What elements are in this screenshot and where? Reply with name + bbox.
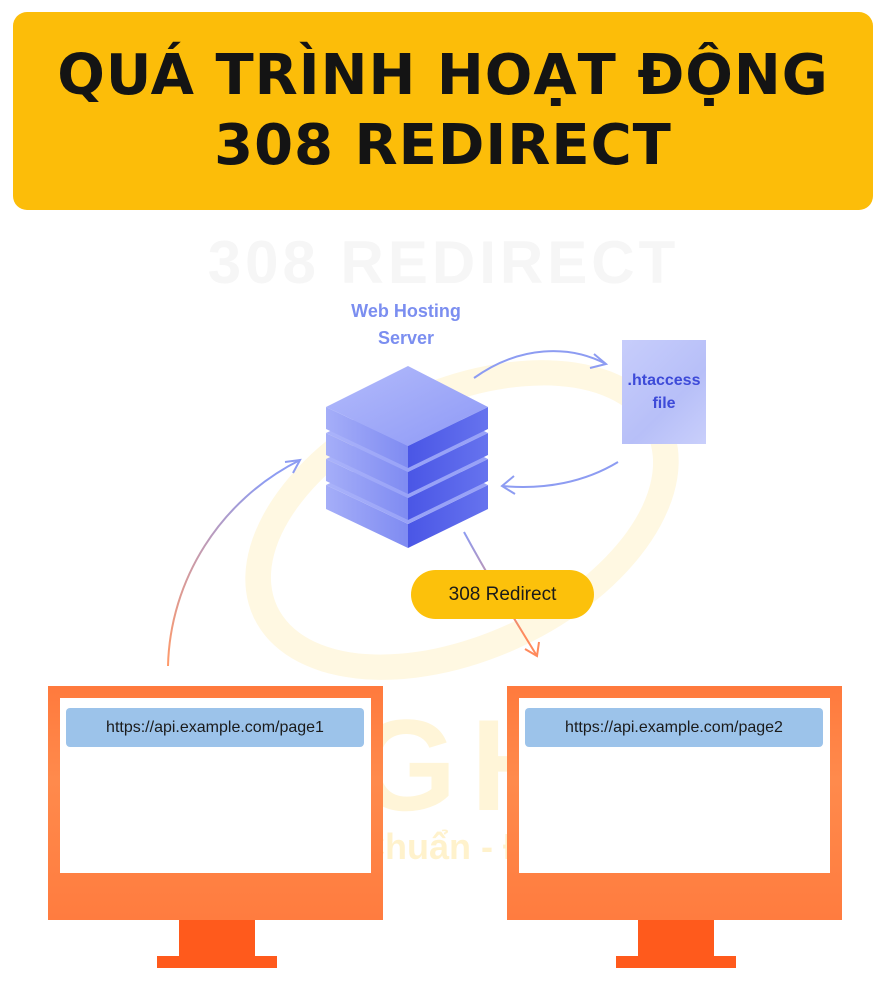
arrow-file-to-server	[500, 461, 619, 495]
monitor-stand-neck	[638, 920, 714, 958]
monitor-stand-foot	[157, 956, 277, 968]
htaccess-file-label: .htaccess file	[628, 369, 701, 415]
watermark-title: 308 REDIRECT	[207, 229, 680, 296]
url-bar-original: https://api.example.com/page1	[66, 708, 364, 747]
file-label-line-1: .htaccess	[627, 372, 701, 389]
monitor-stand-neck	[179, 920, 255, 958]
server-layer-1	[326, 366, 488, 468]
server-label: Web Hosting Server	[320, 298, 492, 352]
server-label-line-1: Web Hosting	[351, 301, 461, 321]
arrow-client-to-server	[167, 458, 302, 667]
title-line-2: 308 REDIRECT	[214, 113, 672, 178]
htaccess-file: .htaccess file	[622, 340, 706, 444]
redirect-badge: 308 Redirect	[411, 570, 594, 619]
url-bar-redirected: https://api.example.com/page2	[525, 708, 823, 747]
title-banner: QUÁ TRÌNH HOẠT ĐỘNG 308 REDIRECT	[13, 12, 873, 210]
server-label-line-2: Server	[377, 328, 435, 348]
server-stack-icon	[326, 366, 488, 548]
monitor-stand-foot	[616, 956, 736, 968]
file-label-line-2: file	[652, 395, 676, 412]
title-line-1: QUÁ TRÌNH HOẠT ĐỘNG	[57, 43, 829, 108]
arrow-server-to-file	[473, 350, 609, 379]
